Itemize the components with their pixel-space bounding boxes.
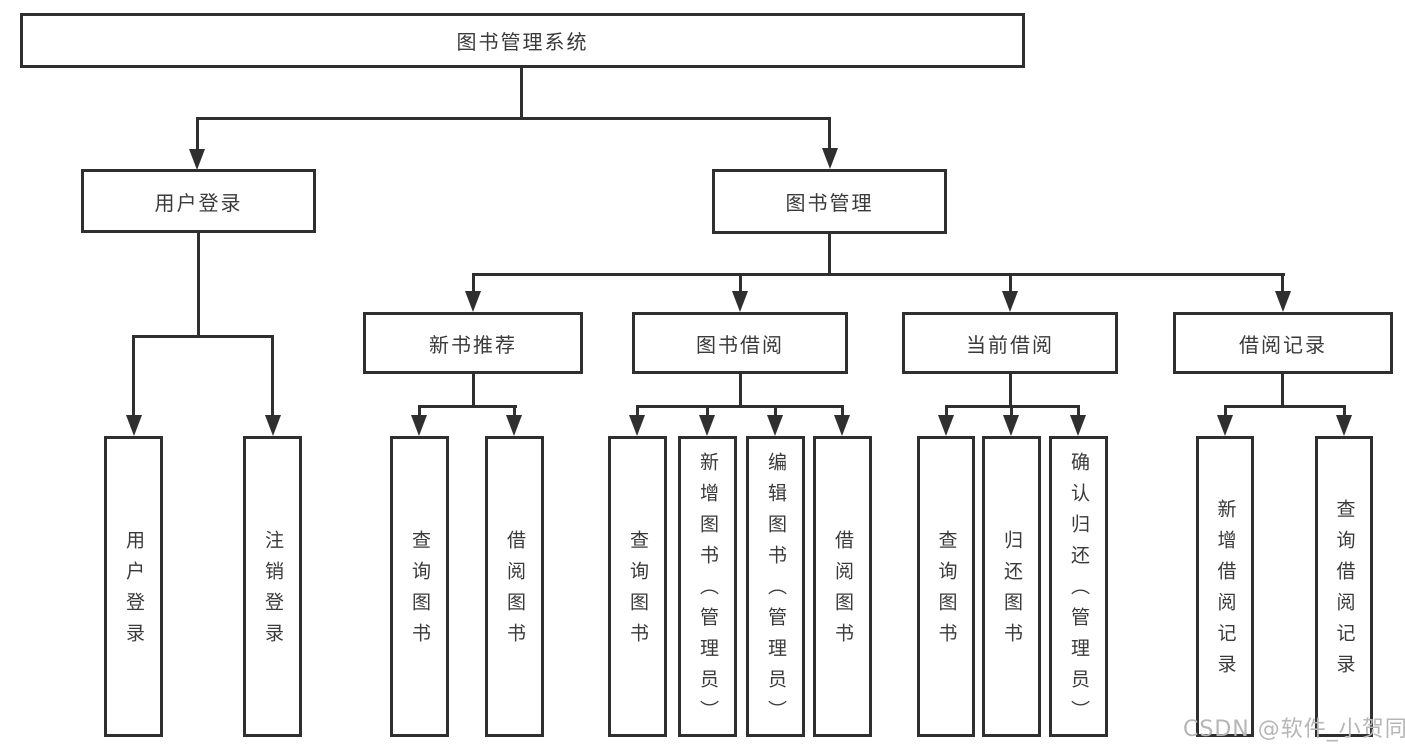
- watermark-text: CSDN @软件_小贺同学: [1183, 717, 1405, 742]
- node-user-login-label: 用户登录: [154, 190, 243, 215]
- arrow-down-icon: [1275, 291, 1291, 312]
- connector-line: [1224, 405, 1227, 418]
- node-borrow-records-label: 借阅记录: [1239, 332, 1327, 357]
- leaf-logout-label: 注销登录: [262, 529, 284, 654]
- connector-line: [636, 405, 844, 408]
- arrow-down-icon: [1336, 415, 1352, 436]
- leaf-query-books-2: 查询图书: [608, 436, 667, 737]
- leaf-return-books-label: 归还图书: [1001, 529, 1023, 654]
- connector-line: [739, 374, 742, 405]
- arrow-down-icon: [1003, 415, 1019, 436]
- leaf-borrow-books-2-label: 借阅图书: [832, 529, 854, 654]
- connector-line: [418, 405, 421, 418]
- node-book-management-label: 图书管理: [785, 191, 874, 215]
- leaf-user-login-label: 用户登录: [123, 529, 145, 654]
- leaf-edit-books-admin: 编辑图书（管理员）: [746, 436, 805, 737]
- connector-line: [739, 273, 742, 293]
- connector-line: [196, 117, 831, 120]
- node-book-borrow: 图书借阅: [632, 312, 848, 374]
- leaf-return-books: 归还图书: [982, 436, 1041, 737]
- leaf-query-books-1: 查询图书: [390, 436, 449, 737]
- node-root: 图书管理系统: [20, 13, 1025, 68]
- node-borrow-records: 借阅记录: [1173, 312, 1393, 374]
- arrow-down-icon: [938, 415, 954, 436]
- connector-line: [472, 273, 475, 293]
- node-current-borrow-label: 当前借阅: [966, 332, 1054, 357]
- leaf-query-books-1-label: 查询图书: [409, 529, 431, 654]
- node-user-login: 用户登录: [81, 169, 316, 233]
- connector-line: [196, 117, 199, 150]
- connector-line: [472, 273, 1285, 276]
- arrow-down-icon: [767, 415, 783, 436]
- arrow-down-icon: [189, 149, 205, 170]
- arrow-down-icon: [732, 291, 748, 312]
- arrow-down-icon: [265, 415, 281, 436]
- node-current-borrow: 当前借阅: [902, 312, 1118, 374]
- connector-line: [945, 405, 948, 418]
- leaf-user-login: 用户登录: [104, 436, 163, 737]
- connector-line: [1224, 405, 1346, 408]
- leaf-query-borrow-record-label: 查询借阅记录: [1333, 498, 1356, 685]
- node-book-management: 图书管理: [712, 169, 947, 234]
- connector-line: [1010, 405, 1013, 418]
- connector-line: [1343, 405, 1346, 418]
- arrow-down-icon: [834, 415, 850, 436]
- leaf-borrow-books-1: 借阅图书: [485, 436, 544, 737]
- leaf-logout: 注销登录: [243, 436, 302, 737]
- connector-line: [271, 335, 274, 416]
- connector-line: [1281, 273, 1284, 293]
- leaf-add-borrow-record-label: 新增借阅记录: [1214, 498, 1237, 685]
- connector-line: [1009, 374, 1012, 405]
- connector-line: [774, 405, 777, 418]
- arrow-down-icon: [629, 415, 645, 436]
- node-book-borrow-label: 图书借阅: [696, 332, 784, 357]
- leaf-add-books-admin: 新增图书（管理员）: [678, 436, 737, 737]
- connector-line: [828, 234, 831, 273]
- leaf-query-books-3: 查询图书: [917, 436, 975, 737]
- connector-line: [197, 233, 200, 335]
- arrow-down-icon: [465, 291, 481, 312]
- connector-line: [418, 405, 517, 408]
- arrow-down-icon: [699, 415, 715, 436]
- leaf-add-books-admin-label: 新增图书（管理员）: [697, 452, 719, 731]
- connector-line: [472, 374, 475, 405]
- leaf-confirm-return-admin: 确认归还（管理员）: [1049, 436, 1108, 737]
- leaf-query-borrow-record: 查询借阅记录: [1315, 436, 1373, 737]
- connector-line: [1009, 273, 1012, 293]
- leaf-borrow-books-1-label: 借阅图书: [504, 529, 526, 654]
- connector-line: [706, 405, 709, 418]
- arrow-down-icon: [1217, 415, 1233, 436]
- connector-line: [1077, 405, 1080, 418]
- node-new-book-recommend-label: 新书推荐: [429, 332, 517, 357]
- connector-line: [513, 405, 516, 418]
- leaf-confirm-return-admin-label: 确认归还（管理员）: [1068, 452, 1090, 731]
- connector-line: [636, 405, 639, 418]
- connector-line: [132, 335, 274, 338]
- connector-line: [1281, 374, 1284, 405]
- leaf-query-books-3-label: 查询图书: [935, 529, 958, 654]
- node-new-book-recommend: 新书推荐: [363, 312, 583, 374]
- arrow-down-icon: [126, 415, 142, 436]
- arrow-down-icon: [1070, 415, 1086, 436]
- connector-line: [841, 405, 844, 418]
- connector-line: [828, 117, 831, 150]
- leaf-query-books-2-label: 查询图书: [627, 529, 649, 654]
- arrow-down-icon: [411, 415, 427, 436]
- node-root-label: 图书管理系统: [456, 30, 589, 54]
- arrow-down-icon: [822, 148, 838, 169]
- leaf-borrow-books-2: 借阅图书: [813, 436, 872, 737]
- leaf-edit-books-admin-label: 编辑图书（管理员）: [765, 452, 787, 731]
- arrow-down-icon: [506, 415, 522, 436]
- connector-line: [520, 68, 523, 117]
- arrow-down-icon: [1002, 291, 1018, 312]
- leaf-add-borrow-record: 新增借阅记录: [1196, 436, 1254, 737]
- connector-line: [132, 335, 135, 416]
